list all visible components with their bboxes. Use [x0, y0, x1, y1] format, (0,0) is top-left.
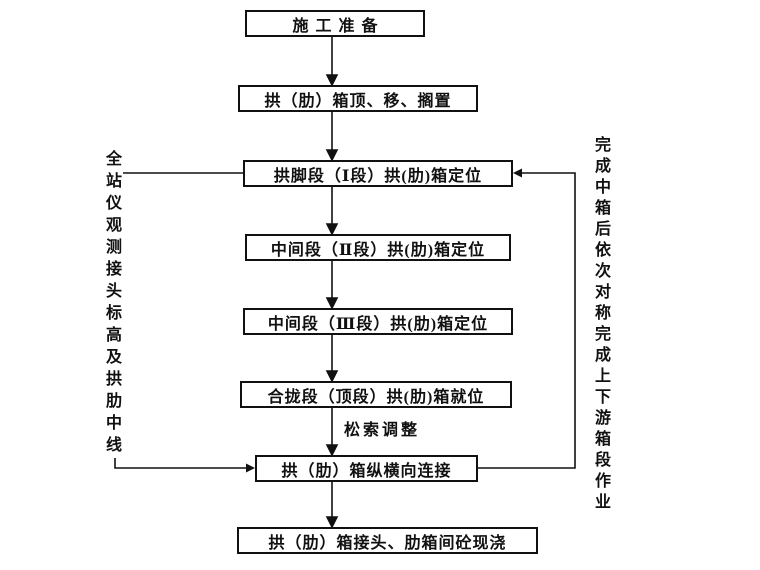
- right-path-arrowhead: [513, 168, 522, 178]
- left-path-arrowhead: [246, 463, 255, 473]
- node-section1-label: 拱脚段（Ⅰ段）拱(肋)箱定位: [273, 167, 483, 185]
- node-section2: 中间段（Ⅱ段）拱(肋)箱定位: [245, 234, 511, 261]
- arrowhead-section2-section3: [325, 297, 339, 310]
- left-note-survey: 全站仪观测接头标高及拱肋中线: [99, 150, 123, 458]
- node-section2-label: 中间段（Ⅱ段）拱(肋)箱定位: [270, 241, 486, 259]
- node-prep-label: 施工准备: [292, 17, 385, 35]
- node-cast: 拱（肋）箱接头、肋箱间砼现浇: [237, 527, 538, 554]
- node-section3: 中间段（Ⅲ段）拱(肋)箱定位: [243, 308, 513, 335]
- arrowhead-section3-closure: [325, 370, 339, 383]
- node-connect: 拱（肋）箱纵横向连接: [255, 455, 478, 482]
- node-section3-label: 中间段（Ⅲ段）拱(肋)箱定位: [267, 315, 489, 333]
- left-path-line: [114, 172, 246, 469]
- edge-label-cable-adjust: 松索调整: [344, 416, 421, 440]
- right-note-symmetry: 完成中箱后依次对称完成上下游箱段作业: [588, 136, 612, 514]
- node-connect-label: 拱（肋）箱纵横向连接: [281, 462, 452, 480]
- node-section1: 拱脚段（Ⅰ段）拱(肋)箱定位: [243, 160, 513, 187]
- arrowhead-prep-hoist: [325, 74, 339, 87]
- node-hoist: 拱（肋）箱顶、移、搁置: [238, 85, 478, 112]
- arrowhead-hoist-section1: [325, 149, 339, 162]
- node-prep: 施工准备: [245, 10, 425, 37]
- arrowhead-section1-section2: [325, 223, 339, 236]
- node-closure: 合拢段（顶段）拱(肋)箱就位: [240, 381, 512, 408]
- node-cast-label: 拱（肋）箱接头、肋箱间砼现浇: [268, 534, 507, 552]
- arrowhead-connect-cast: [325, 516, 339, 529]
- node-closure-label: 合拢段（顶段）拱(肋)箱就位: [267, 388, 485, 406]
- node-hoist-label: 拱（肋）箱顶、移、搁置: [264, 92, 452, 110]
- right-path-line: [478, 172, 576, 469]
- arrowhead-closure-connect: [325, 444, 339, 457]
